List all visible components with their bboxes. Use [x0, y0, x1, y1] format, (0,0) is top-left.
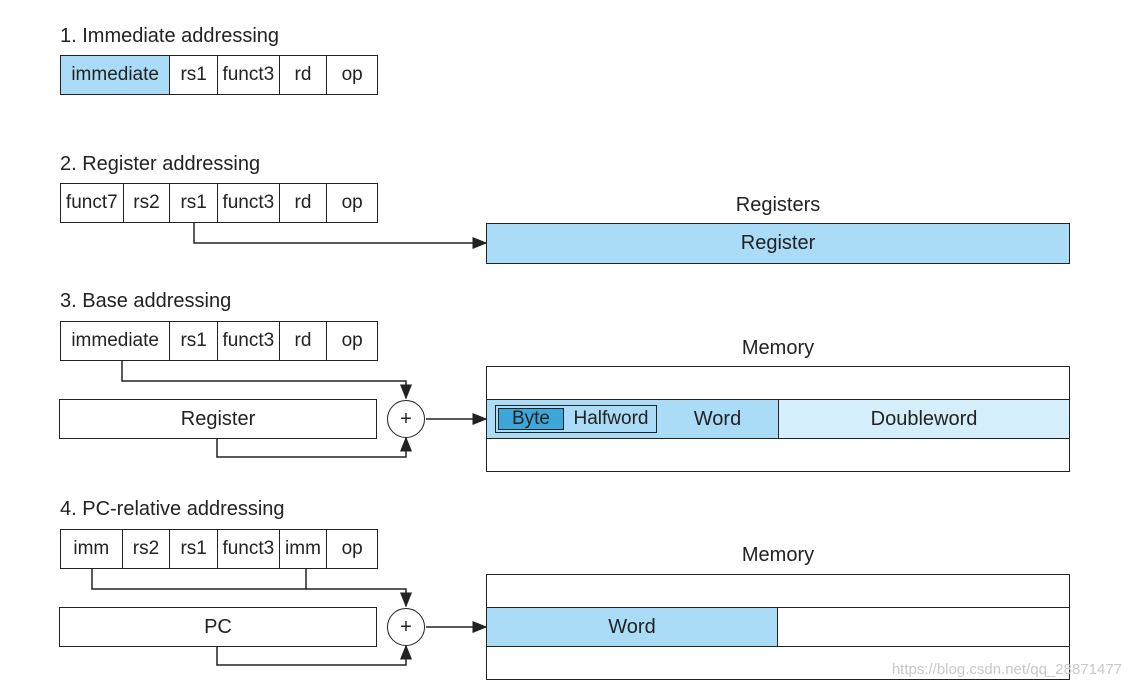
memory-data-row-pc: Word: [487, 607, 1069, 647]
immediate-instruction-fields: immediate rs1 funct3 rd op: [60, 55, 378, 95]
field-rs1: rs1: [170, 56, 219, 94]
field-funct3: funct3: [218, 530, 280, 568]
field-op: op: [341, 330, 363, 351]
pc-memory-block: Word: [486, 574, 1070, 680]
rs1-to-register-arrow: [193, 222, 488, 249]
imm-to-adder-arrow: [306, 588, 412, 608]
field-rd: rd: [280, 56, 328, 94]
byte-cell: Byte: [498, 408, 564, 430]
adder-circle-pc: +: [387, 608, 425, 646]
register-addressing-title: 2. Register addressing: [60, 153, 261, 175]
adder-circle: +: [387, 400, 425, 438]
registers-label: Registers: [735, 194, 821, 216]
field-rs2: rs2: [123, 530, 171, 568]
base-register-box: Register: [59, 399, 377, 439]
field-op: op: [341, 64, 363, 85]
memory-data-row: Byte Halfword Word Doubleword: [487, 399, 1069, 439]
immediate-to-adder-arrow: [121, 360, 412, 400]
pc-to-adder-arrow: [216, 644, 412, 666]
field-imm-2: imm: [280, 530, 328, 568]
word-region: Byte Halfword Word: [487, 400, 778, 438]
field-rs1: rs1: [170, 530, 219, 568]
field-immediate: immediate: [61, 56, 171, 94]
watermark: https://blog.csdn.net/qq_28871477: [891, 661, 1122, 678]
pc-relative-instruction-fields: imm rs2 rs1 funct3 imm op: [60, 529, 378, 569]
memory-empty-cell: [778, 608, 1069, 646]
field-op: op: [341, 192, 363, 213]
pc-box: PC: [59, 607, 377, 647]
base-addressing-title: 3. Base addressing: [60, 290, 232, 312]
register-box: Register: [486, 223, 1070, 264]
halfword-region: Byte Halfword: [495, 405, 657, 433]
base-memory-block: Byte Halfword Word Doubleword: [486, 366, 1070, 472]
memory-label-pc: Memory: [741, 544, 815, 566]
field-funct3: funct3: [218, 322, 280, 360]
field-rs2: rs2: [124, 184, 171, 222]
word-cell: Word: [693, 407, 742, 430]
field-immediate: immediate: [61, 322, 171, 360]
memory-label: Memory: [741, 337, 815, 359]
field-rs1: rs1: [170, 184, 219, 222]
imm-fields-merge-line: [91, 568, 307, 590]
field-rd: rd: [280, 322, 328, 360]
field-imm: imm: [61, 530, 123, 568]
pc-relative-addressing-title: 4. PC-relative addressing: [60, 498, 285, 520]
field-rs1: rs1: [170, 322, 219, 360]
word-cell-pc: Word: [487, 608, 778, 646]
field-funct3: funct3: [218, 184, 280, 222]
immediate-addressing-title: 1. Immediate addressing: [60, 25, 280, 47]
doubleword-cell: Doubleword: [778, 400, 1069, 438]
field-op: op: [341, 538, 363, 559]
register-instruction-fields: funct7 rs2 rs1 funct3 rd op: [60, 183, 378, 223]
field-funct7: funct7: [61, 184, 124, 222]
register-to-adder-arrow: [216, 436, 412, 458]
field-funct3: funct3: [218, 56, 280, 94]
base-instruction-fields: immediate rs1 funct3 rd op: [60, 321, 378, 361]
halfword-cell: Halfword: [573, 408, 649, 429]
field-rd: rd: [280, 184, 328, 222]
